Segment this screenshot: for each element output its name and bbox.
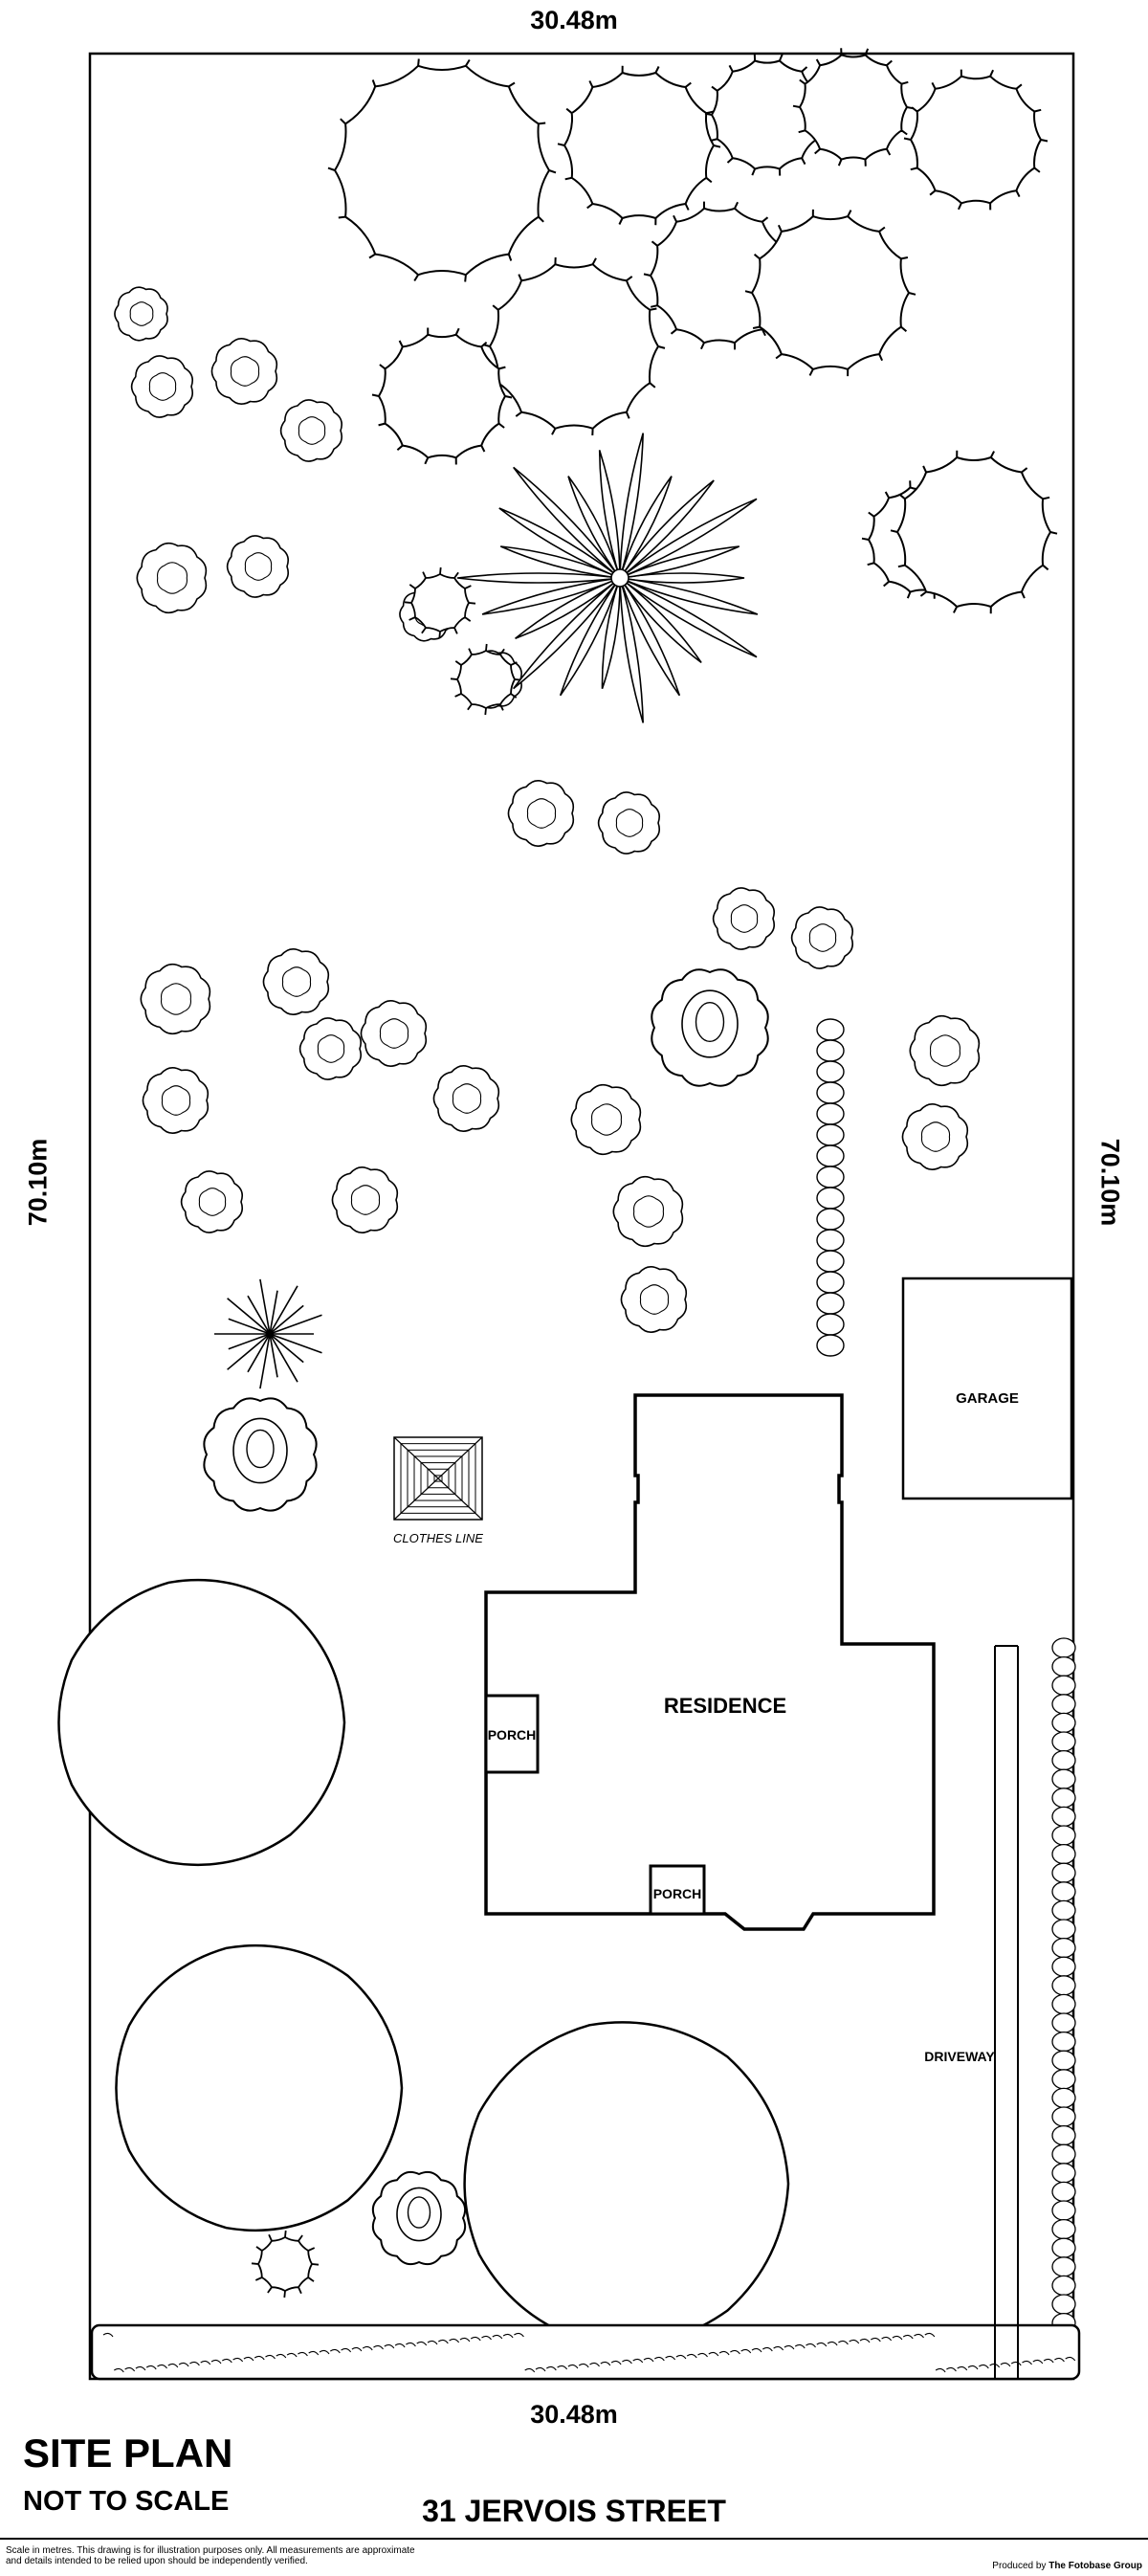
front-porch: PORCH xyxy=(649,1864,706,1916)
palm-tree-icon xyxy=(456,433,759,723)
driveway-hedge xyxy=(1051,1637,1076,2352)
residence: RESIDENCE PORCH PORCH xyxy=(484,1393,936,1931)
plan-title: SITE PLAN xyxy=(23,2431,233,2476)
small-palm-icon xyxy=(214,1278,322,1389)
credit-prefix: Produced by xyxy=(992,2561,1049,2571)
credit: Produced by The Fotobase Group xyxy=(992,2561,1142,2571)
driveway: DRIVEWAY xyxy=(924,1645,1019,2379)
disclaimer-note: Scale in metres. This drawing is for ill… xyxy=(6,2545,415,2566)
hedge-row xyxy=(816,1018,845,1357)
front-porch-label: PORCH xyxy=(653,1886,702,1901)
street-address: 31 JERVOIS STREET xyxy=(422,2494,726,2528)
footer-divider xyxy=(0,2538,1148,2540)
credit-name: The Fotobase Group xyxy=(1049,2561,1142,2571)
clothes-line: CLOTHES LINE xyxy=(393,1436,483,1545)
driveway-label: DRIVEWAY xyxy=(924,2049,995,2064)
side-porch: PORCH xyxy=(484,1694,540,1774)
garage-label: GARAGE xyxy=(956,1390,1019,1407)
tree-canopies xyxy=(327,48,1058,614)
top-dimension: 30.48m xyxy=(530,6,618,34)
clothes-line-label: CLOTHES LINE xyxy=(393,1531,483,1545)
side-porch-label: PORCH xyxy=(488,1727,537,1743)
left-dimension: 70.10m xyxy=(23,1138,53,1227)
bottom-dimension: 30.48m xyxy=(530,2400,618,2429)
plan-subtitle: NOT TO SCALE xyxy=(23,2486,230,2517)
garage: GARAGE xyxy=(901,1277,1073,1500)
shrubs xyxy=(114,286,981,2298)
garden-bed xyxy=(90,2323,1081,2381)
large-trees xyxy=(57,1578,790,2346)
right-dimension: 70.10m xyxy=(1095,1138,1125,1227)
residence-label: RESIDENCE xyxy=(664,1694,786,1718)
